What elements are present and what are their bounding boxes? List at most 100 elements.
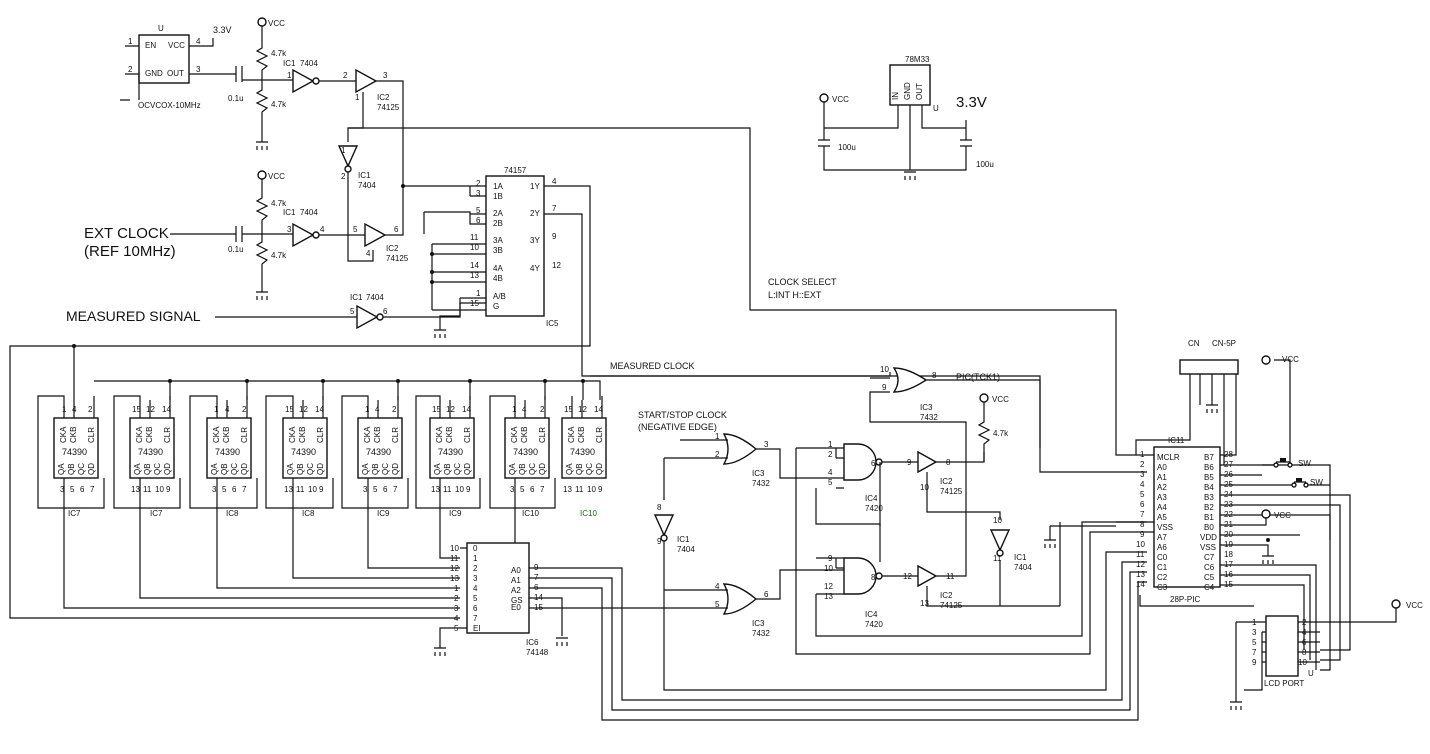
pin-name: C3 [1157,583,1168,592]
pin-name: CKB [577,427,586,443]
pin-num: 12 [446,405,455,414]
pin-num: 10 [824,564,833,573]
counter-2: 74390 IC8 1 4 2 3 5 6 7 CKA CKB CLR QA Q… [189,395,460,589]
osc-pin-gnd: GND [145,69,163,78]
ic-label: IC2 [940,591,953,600]
ic1-inverter-1: IC1 7404 1 2 3 1 IC2 74125 [262,59,404,188]
pin-num: 13 [470,271,479,280]
ic1-label: IC1 [358,171,371,180]
counter-part: 74390 [215,447,240,457]
pin-name: QA [361,463,370,475]
pin-name: CKB [145,427,154,443]
pin-name: CLR [595,427,604,443]
switches: SW SW [1262,458,1331,540]
pin-name: 4B [493,274,503,283]
pin-num: 10 [993,516,1002,525]
counter-ref: IC10 [522,509,539,518]
pin-name: CLR [87,427,96,443]
counter-7: 74390 IC10 15 12 14 13 11 10 9 CKA CKB C… [561,396,607,518]
ic2-part: 74125 [386,254,409,263]
pin-name: A2 [511,586,521,595]
pin-num: 4 [828,468,833,477]
osc-pin-en: EN [145,41,156,50]
pin-num: 8 [1140,520,1145,529]
regulator: 78M33 IN GND OUT U VCC 3.3V 100u 100u [818,55,994,180]
pin-name: C6 [1204,563,1215,572]
pin-num: 6 [383,307,388,316]
pin-name: QC [528,463,537,475]
pin-num: 15 [564,405,573,414]
pin-num: 10 [880,365,889,374]
pin-num: 6 [476,216,481,225]
pin-name: QD [391,463,400,475]
pin-name: A7 [1157,533,1167,542]
connector-part: CN-5P [1212,339,1236,348]
pin-num: 5 [70,485,75,494]
pin-num: 11 [1136,550,1145,559]
pin-name: CKB [520,427,529,443]
pin-name: QC [381,463,390,475]
pin-num: 2 [1140,460,1145,469]
pin-name: 5 [473,594,478,603]
pin-name: QB [67,463,76,475]
ic-label: IC4 [865,494,878,503]
ic1-label: IC1 [350,293,363,302]
pin-num: 1 [1140,450,1145,459]
mux-left-pins: 2 1A 3 1B 5 2A 6 2B 11 3A 10 3B 14 4A 13… [470,179,506,311]
resistor-value-1: 4.7k [271,49,287,58]
pin-num: 5 [373,485,378,494]
oscillator: U EN VCC GND OUT 1 4 2 3 OCVCOX-10MHz 3.… [120,24,232,110]
pin-num: 12 [450,564,459,573]
pin-name: C1 [1157,563,1168,572]
pin-name: QC [453,463,462,475]
ic-label: IC3 [752,619,765,628]
pin-name: CLR [240,427,249,443]
pin-name: QD [316,463,325,475]
mux-74157: 74157 IC5 2 1A 3 1B 5 2A 6 2B 11 3A 10 3… [9,166,1041,619]
pic-part: 28P-PIC [1170,595,1200,604]
encoder-ref: IC6 [526,638,539,647]
resistor-value-2: 4.7k [271,100,287,109]
pin-name: QB [371,463,380,475]
pin-num: 15 [470,299,479,308]
counter-part: 74390 [366,447,391,457]
counter-part: 74390 [138,447,163,457]
pin-name: QA [565,463,574,475]
counter-ref: IC8 [302,509,315,518]
pin-name: 2 [473,564,478,573]
pin-num: 7 [393,485,398,494]
pin-num: 5 [350,307,355,316]
pin-name: QD [538,463,547,475]
vcc-label: VCC [1406,601,1423,610]
pin-name: GS [511,596,523,605]
pic-tck1-label: PIC(TCK1) [956,372,1000,382]
pin-num: 3 [287,225,292,234]
osc-pinnum-vcc: 4 [196,37,201,46]
pin-num: 3 [454,604,459,613]
measured-signal-label: MEASURED SIGNAL [66,308,201,324]
pin-num: 6 [232,485,237,494]
pin-name: 2Y [530,209,540,218]
regulator-input: VCC [832,95,849,104]
pin-num: 13 [431,485,440,494]
pin-num: 15 [285,405,294,414]
vcc-label-2: VCC [268,172,285,181]
pin-num: 10 [920,483,929,492]
pin-name: QA [210,463,219,475]
pin-num: 1 [828,440,833,449]
start-stop-label: START/STOP CLOCK [638,410,727,420]
ic1-label: IC1 [283,208,296,217]
pin-num: 2 [540,405,545,414]
measured-clock-label: MEASURED CLOCK [610,361,695,371]
pin-num: 10 [1136,540,1145,549]
pin-num: 2 [343,71,348,80]
pin-num: 11 [470,233,479,242]
pin-num: 6 [383,485,388,494]
ic1-inverter-vertical: 1 2 IC1 7404 [337,127,1147,456]
pin-name: CKA [567,426,576,443]
pin-name: CLR [463,427,472,443]
ic-part: 7432 [920,413,938,422]
counter-part: 74390 [513,447,538,457]
pin-name: 7 [473,614,478,623]
pin-name: QA [133,463,142,475]
